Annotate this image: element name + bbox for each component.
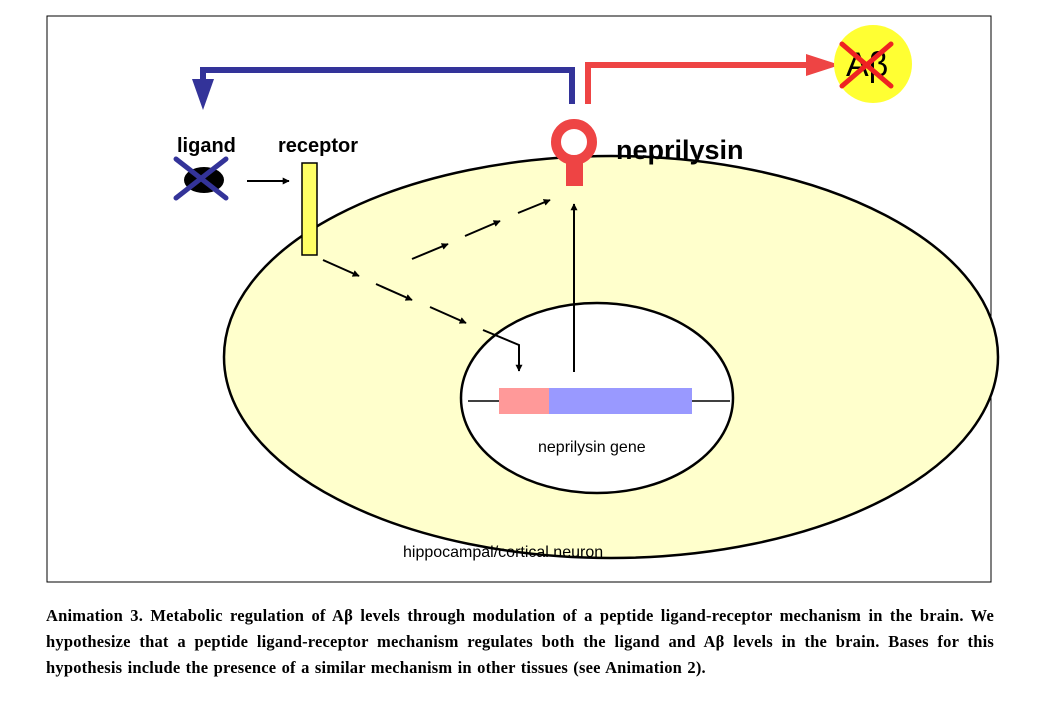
neprilysin-gene-label: neprilysin gene (538, 439, 646, 456)
signal-path-to-nucleus (322, 259, 523, 372)
figure-caption: Animation 3. Metabolic regulation of Aβ … (46, 606, 994, 677)
gene-promoter (499, 388, 549, 414)
ligand-blocked-cross (173, 156, 229, 201)
output-arrowhead (806, 54, 840, 76)
gene-coding-region (549, 388, 692, 414)
neuron-label: hippocampal/cortical neuron (403, 544, 603, 561)
signal-path-to-neprilysin (411, 199, 551, 260)
output-path-to-abeta (585, 62, 810, 104)
neprilysin-label: neprilysin (616, 135, 744, 165)
abeta-reduced-cross (839, 41, 894, 89)
feedback-arrowhead (192, 79, 214, 110)
diagram-panel: ligand receptor neprilysin neprilysin ge… (46, 15, 1000, 583)
receptor-label: receptor (278, 135, 358, 157)
receptor-shape (301, 162, 318, 256)
feedback-path-to-ligand (200, 67, 575, 104)
ligand-label: ligand (177, 135, 236, 157)
neprilysin-enzyme (551, 119, 597, 186)
